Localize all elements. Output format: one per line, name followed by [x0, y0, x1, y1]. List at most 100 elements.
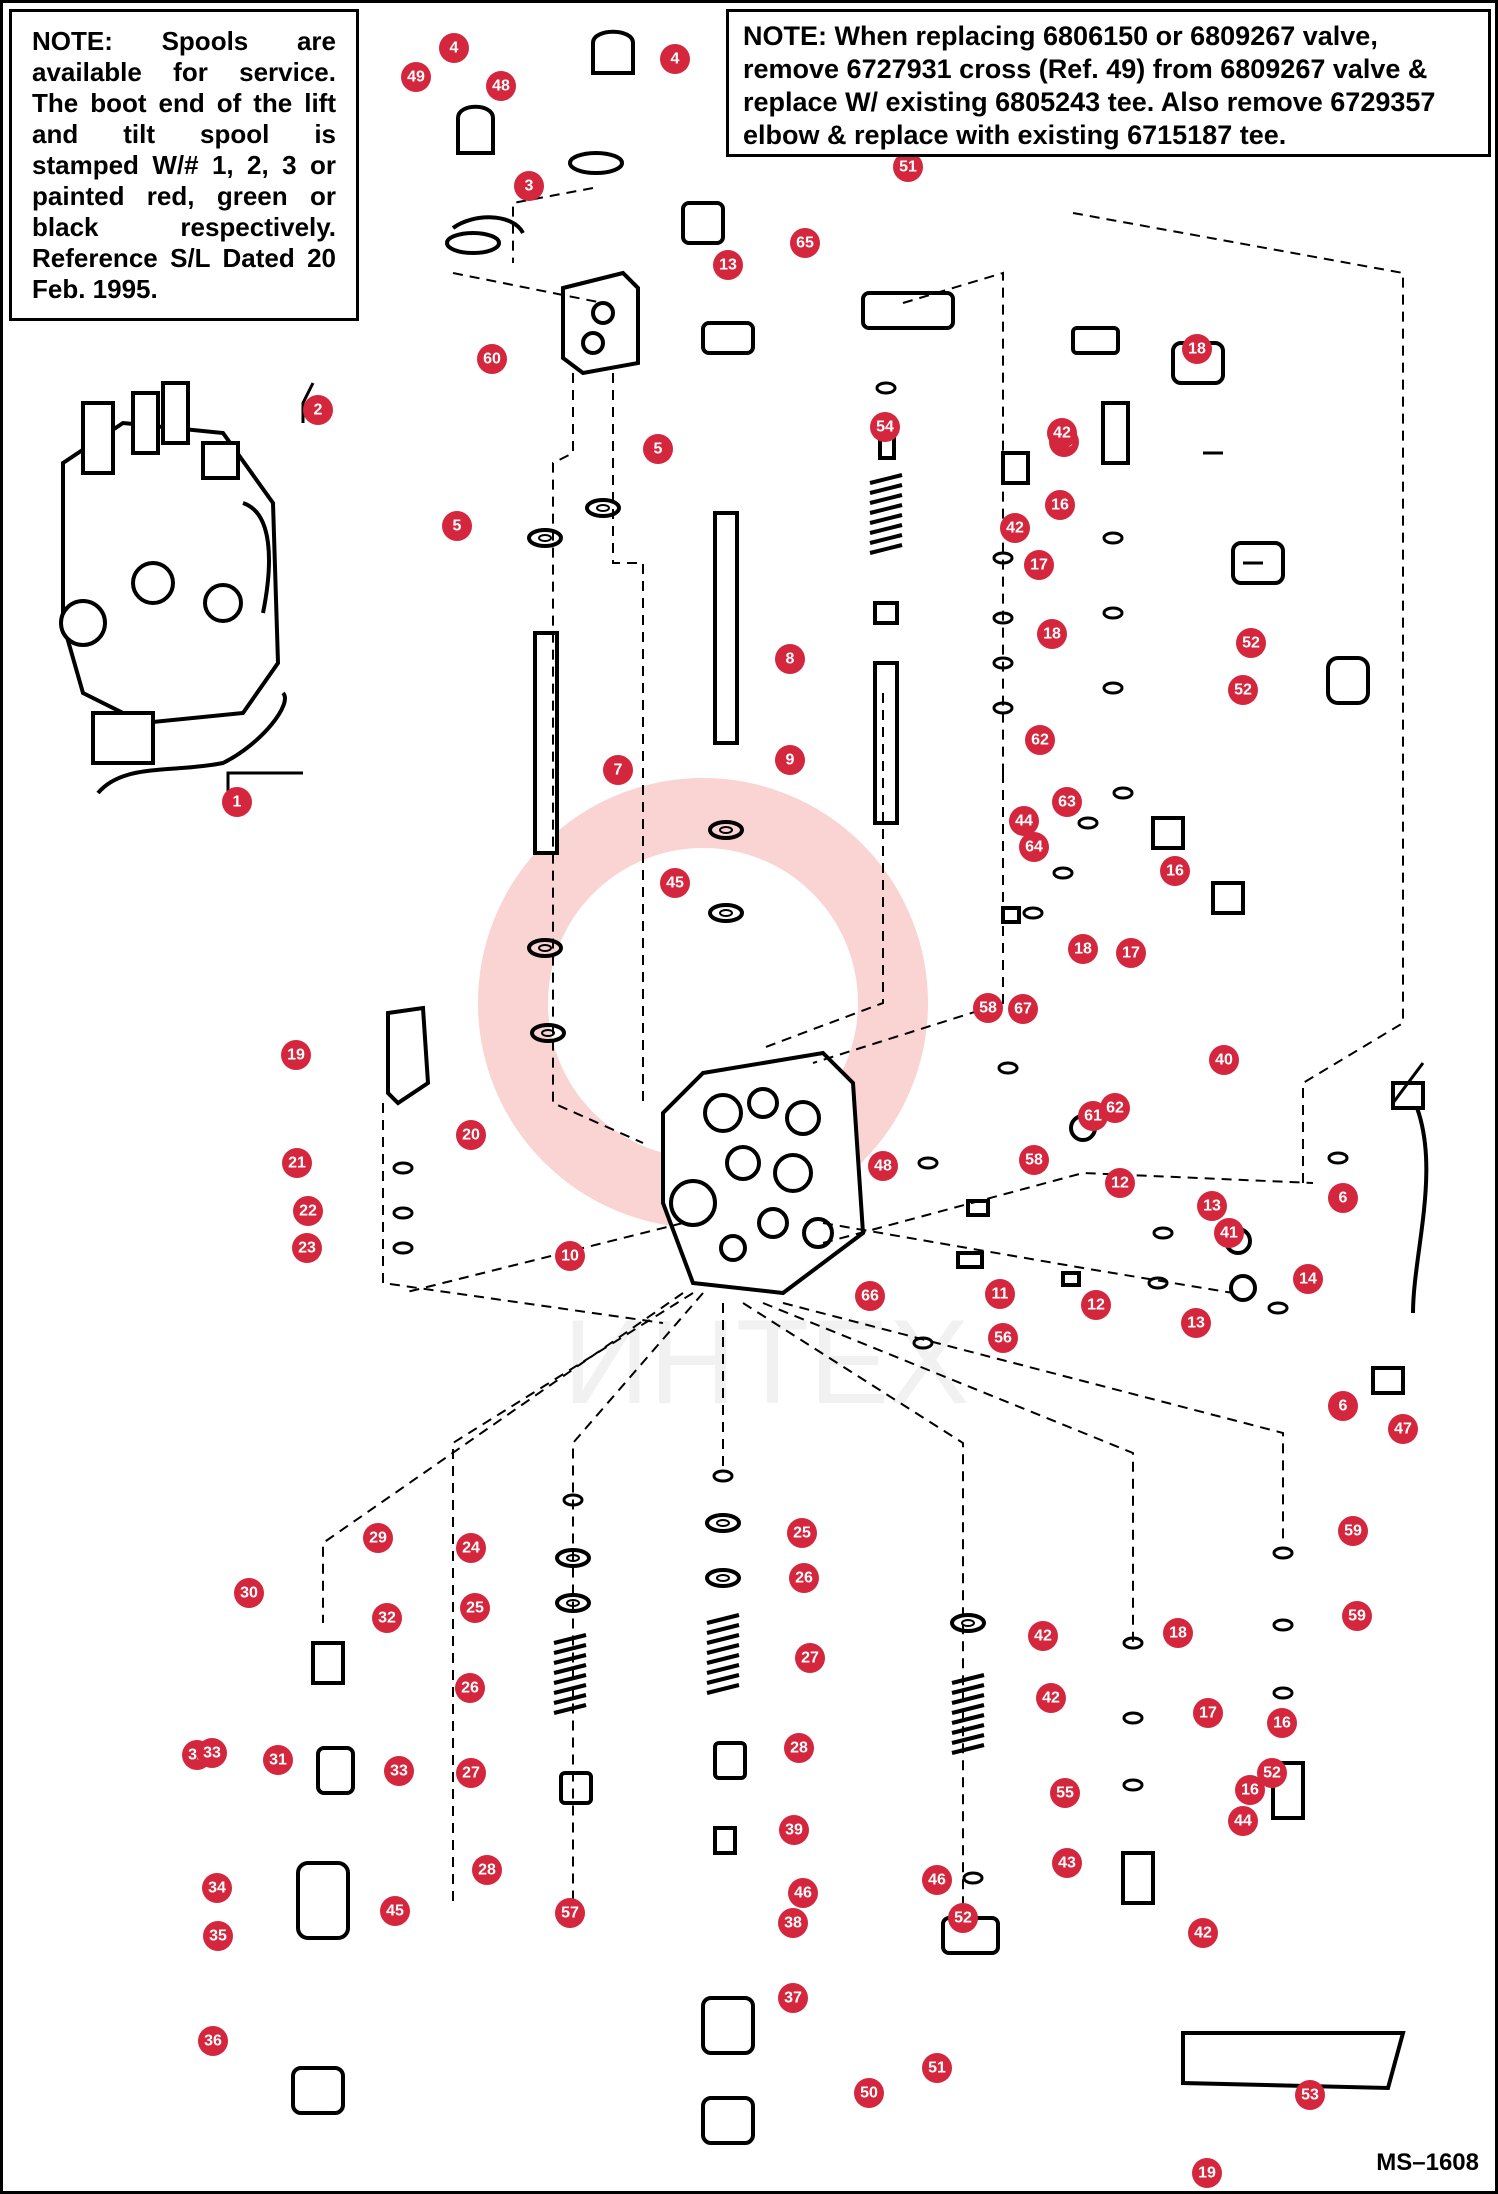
callout-52: 52	[1236, 628, 1266, 658]
svg-text:52: 52	[1242, 635, 1260, 652]
callout-48: 48	[868, 1151, 898, 1181]
callout-58: 58	[1019, 1145, 1049, 1175]
svg-text:22: 22	[299, 1203, 317, 1220]
svg-text:44: 44	[1015, 813, 1033, 830]
svg-text:50: 50	[860, 2085, 878, 2102]
svg-text:51: 51	[928, 2060, 946, 2077]
callout-66: 66	[855, 1281, 885, 1311]
callout-6: 6	[1328, 1183, 1358, 1213]
callout-18: 18	[1068, 934, 1098, 964]
svg-text:16: 16	[1051, 497, 1069, 514]
svg-text:29: 29	[369, 1530, 387, 1547]
callout-45: 45	[660, 868, 690, 898]
callout-33: 33	[197, 1738, 227, 1768]
svg-text:34: 34	[208, 1880, 226, 1897]
callout-55: 55	[1050, 1778, 1080, 1808]
svg-text:55: 55	[1056, 1785, 1074, 1802]
callout-19: 19	[1192, 2158, 1222, 2188]
callout-45: 45	[380, 1896, 410, 1926]
callout-11: 11	[985, 1279, 1015, 1309]
svg-text:38: 38	[784, 1915, 802, 1932]
svg-text:5: 5	[654, 441, 663, 458]
svg-text:16: 16	[1241, 1782, 1259, 1799]
svg-text:61: 61	[1084, 1108, 1102, 1125]
svg-text:43: 43	[1058, 1855, 1076, 1872]
callout-38: 38	[778, 1908, 808, 1938]
svg-text:60: 60	[483, 351, 501, 368]
callout-42: 42	[1047, 418, 1077, 448]
callout-52: 52	[1228, 675, 1258, 705]
svg-text:33: 33	[390, 1763, 408, 1780]
callout-42: 42	[1000, 513, 1030, 543]
callout-13: 13	[1181, 1308, 1211, 1338]
svg-text:19: 19	[287, 1047, 305, 1064]
svg-text:67: 67	[1014, 1001, 1032, 1018]
callout-43: 43	[1052, 1848, 1082, 1878]
callout-10: 10	[555, 1241, 585, 1271]
solenoids	[681, 201, 1370, 705]
svg-text:25: 25	[793, 1525, 811, 1542]
svg-text:7: 7	[614, 762, 623, 779]
callout-58: 58	[973, 993, 1003, 1023]
callout-6: 6	[1328, 1391, 1358, 1421]
svg-text:17: 17	[1122, 945, 1140, 962]
callout-18: 18	[1182, 334, 1212, 364]
callout-16: 16	[1160, 856, 1190, 886]
callout-26: 26	[455, 1673, 485, 1703]
svg-text:45: 45	[386, 1903, 404, 1920]
svg-text:18: 18	[1074, 941, 1092, 958]
svg-text:6: 6	[1339, 1190, 1348, 1207]
svg-text:40: 40	[1215, 1052, 1233, 1069]
callout-64: 64	[1019, 832, 1049, 862]
callout-26: 26	[789, 1563, 819, 1593]
svg-text:11: 11	[992, 1286, 1009, 1303]
callout-27: 27	[456, 1758, 486, 1788]
svg-text:35: 35	[209, 1928, 227, 1945]
callout-21: 21	[282, 1148, 312, 1178]
callout-2: 2	[303, 395, 333, 425]
svg-text:51: 51	[899, 159, 917, 176]
callout-25: 25	[460, 1593, 490, 1623]
svg-text:14: 14	[1299, 1271, 1317, 1288]
svg-text:4: 4	[450, 40, 459, 57]
svg-text:42: 42	[1034, 1628, 1052, 1645]
callout-44: 44	[1228, 1806, 1258, 1836]
svg-text:58: 58	[1025, 1152, 1043, 1169]
callout-33: 33	[384, 1756, 414, 1786]
svg-text:41: 41	[1220, 1225, 1238, 1242]
svg-text:13: 13	[1203, 1198, 1221, 1215]
svg-text:18: 18	[1043, 626, 1061, 643]
svg-text:17: 17	[1199, 1705, 1217, 1722]
callout-25: 25	[787, 1518, 817, 1548]
svg-text:31: 31	[269, 1752, 287, 1769]
callout-62: 62	[1025, 725, 1055, 755]
callout-46: 46	[788, 1878, 818, 1908]
svg-text:48: 48	[492, 78, 510, 95]
callout-18: 18	[1163, 1618, 1193, 1648]
svg-text:46: 46	[928, 1872, 946, 1889]
svg-text:24: 24	[462, 1540, 480, 1557]
callout-42: 42	[1028, 1621, 1058, 1651]
callout-18: 18	[1037, 619, 1067, 649]
svg-text:18: 18	[1169, 1625, 1187, 1642]
callout-46: 46	[922, 1865, 952, 1895]
svg-text:8: 8	[786, 651, 795, 668]
svg-text:4: 4	[671, 51, 680, 68]
callout-47: 47	[1388, 1414, 1418, 1444]
callout-42: 42	[1188, 1918, 1218, 1948]
svg-text:12: 12	[1087, 1297, 1105, 1314]
callout-62: 62	[1100, 1093, 1130, 1123]
callout-23: 23	[292, 1233, 322, 1263]
callout-27: 27	[795, 1643, 825, 1673]
svg-text:27: 27	[801, 1650, 819, 1667]
svg-text:62: 62	[1031, 732, 1049, 749]
svg-text:45: 45	[666, 875, 684, 892]
callout-12: 12	[1081, 1290, 1111, 1320]
svg-text:33: 33	[203, 1745, 221, 1762]
callout-41: 41	[1214, 1218, 1244, 1248]
svg-text:52: 52	[954, 1910, 972, 1927]
callout-29: 29	[363, 1523, 393, 1553]
svg-text:10: 10	[561, 1248, 579, 1265]
callout-39: 39	[779, 1815, 809, 1845]
